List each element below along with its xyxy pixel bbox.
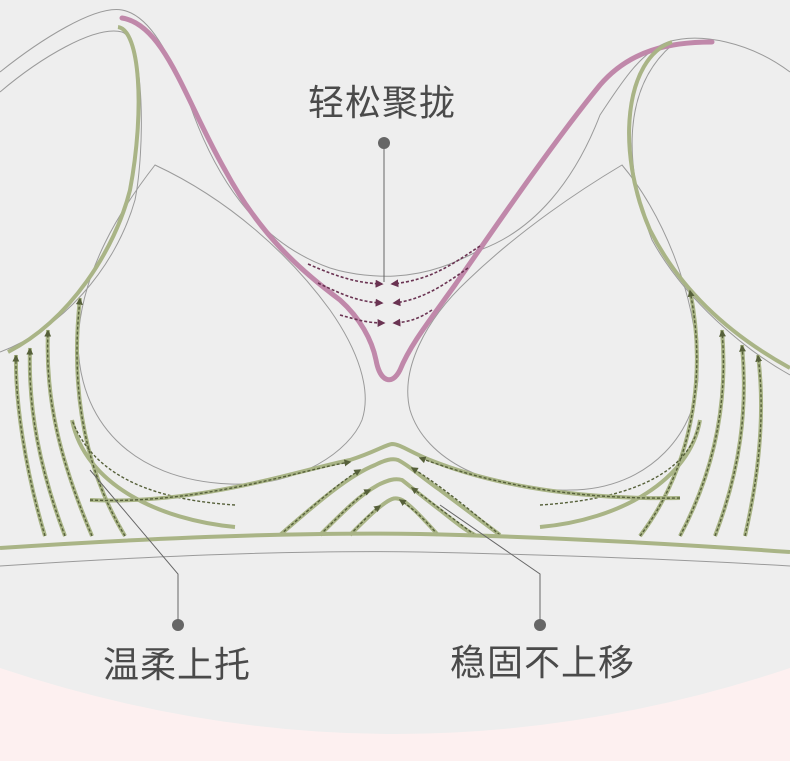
- callout-dot-stable: [534, 619, 546, 631]
- stable-arrow-3a: [319, 489, 372, 536]
- right-lift-arrow-4: [639, 289, 698, 537]
- left-lift-arrow-5: [71, 419, 236, 506]
- push-up-arrow-line-1: [307, 263, 384, 288]
- left-lift-band-5: [70, 419, 236, 529]
- right-lift-arrow-lines: [539, 289, 763, 537]
- right-lift-arrow-3: [679, 329, 726, 537]
- stable-arrow-2b: [410, 467, 501, 536]
- left-lift-arrow-4: [75, 297, 126, 537]
- push-up-arrow-line-4: [392, 267, 469, 307]
- right-strap-outline-outer: [479, 37, 790, 251]
- callouts: [89, 143, 541, 624]
- push-up-arrow-line-3: [317, 282, 384, 307]
- right-lift-arrow-2: [714, 344, 747, 537]
- right-strap-green-band: [627, 40, 790, 370]
- label-push-up: 轻松聚拢: [308, 83, 457, 124]
- stable-arrow-3b: [410, 487, 476, 536]
- underband-green: [0, 531, 790, 554]
- push-up-arrow-line-5: [339, 314, 386, 327]
- gentle-lift-structure: [7, 25, 790, 538]
- left-lift-arrow-3: [44, 329, 93, 537]
- right-lift-band-5: [539, 419, 702, 529]
- stable-arrow-4b: [398, 499, 439, 536]
- left-strap-green-band: [7, 25, 141, 354]
- left-lift-arrow-lines: [12, 297, 236, 537]
- callout-dot-gentle-lift: [172, 619, 184, 631]
- left-lift-arrow-1: [12, 354, 46, 537]
- stable-structure: [89, 441, 681, 537]
- stable-arrow-2a: [279, 469, 362, 536]
- underband-outline-lower: [0, 551, 790, 567]
- callout-line-stable: [439, 504, 541, 624]
- push-up-pink-band: [119, 15, 715, 383]
- stable-chevron-arrow-lines: [89, 456, 681, 536]
- push-up-arrows: [307, 245, 481, 327]
- stable-chevron-2: [278, 457, 502, 537]
- label-stable: 稳固不上移: [450, 643, 636, 684]
- stable-arrow-1a: [89, 459, 352, 502]
- push-up-structure: [119, 15, 715, 383]
- callout-line-gentle-lift: [89, 469, 179, 624]
- push-up-arrow-line-2: [390, 245, 481, 288]
- label-gentle-lift: 温柔上托: [103, 645, 252, 686]
- stable-chevron-3: [318, 477, 476, 537]
- push-up-arrow-line-6: [392, 309, 433, 327]
- callout-dots: [172, 137, 546, 631]
- callout-dot-push-up: [378, 137, 390, 149]
- right-lift-arrow-1: [744, 354, 763, 537]
